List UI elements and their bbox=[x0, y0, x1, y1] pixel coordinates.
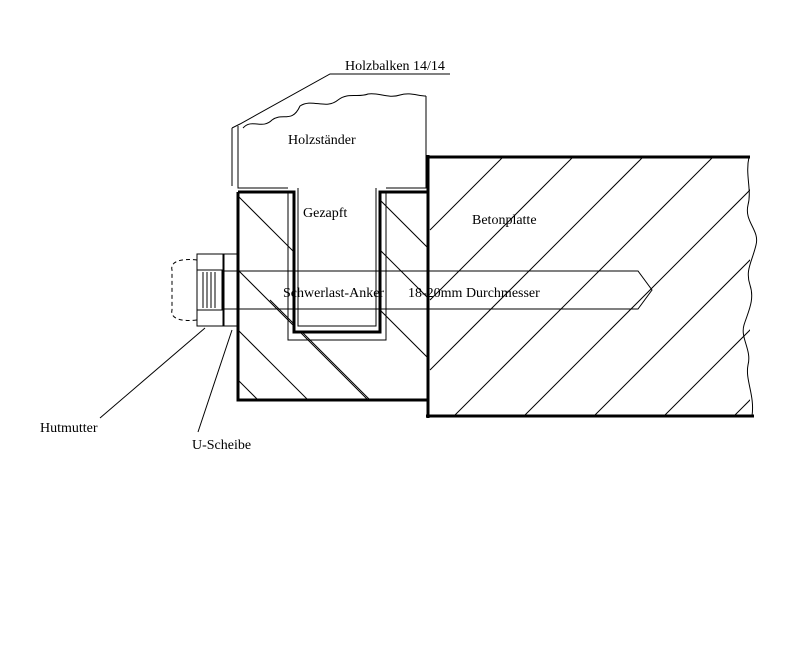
anchor-rod bbox=[221, 270, 653, 310]
label-diameter: 18-20mm Durchmesser bbox=[408, 286, 540, 301]
washer bbox=[223, 253, 239, 327]
leader-lines bbox=[99, 327, 233, 433]
slab-hatching bbox=[429, 157, 750, 416]
label-beam: Holzbalken 14/14 bbox=[345, 59, 445, 74]
block-hatching bbox=[238, 195, 428, 400]
label-slab: Betonplatte bbox=[472, 213, 537, 228]
concrete-slab bbox=[426, 155, 758, 418]
label-tenon: Gezapft bbox=[303, 206, 347, 221]
label-nut: Hutmutter bbox=[40, 421, 98, 436]
label-post: Holzständer bbox=[288, 133, 356, 148]
label-washer: U-Scheibe bbox=[192, 438, 251, 453]
cap-nut bbox=[171, 253, 224, 327]
wooden-post bbox=[231, 73, 450, 327]
label-anchor: Schwerlast-Anker bbox=[283, 286, 384, 301]
